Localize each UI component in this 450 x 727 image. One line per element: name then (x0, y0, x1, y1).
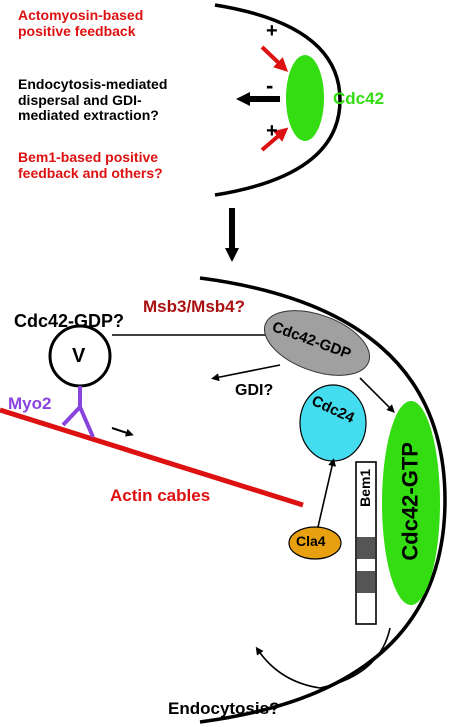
cdc42-gtp-label: Cdc42-GTP (397, 442, 423, 561)
gdi-label: GDI? (235, 382, 274, 399)
cla4-ellipse (288, 526, 342, 560)
top-red-arrow-lower (260, 127, 289, 152)
myo2-left-leg (61, 405, 82, 427)
vesicle-label: V (72, 345, 86, 367)
cdc42-gdp-question-label: Cdc42-GDP? (14, 311, 125, 331)
cdc42-label: Cdc42 (333, 89, 385, 108)
actomyosin-feedback-label: Actomyosin-based positive feedback (18, 7, 144, 39)
gdi-arrow (211, 364, 281, 382)
cla4-to-cdc24-arrow (317, 458, 336, 528)
endocytosis-arrow (255, 627, 391, 689)
actin-cable (0, 407, 304, 508)
bem1-domain-lower (357, 571, 375, 593)
bem1-feedback-label: Bem1-based positive feedback and others? (18, 149, 163, 181)
minus-sign: - (266, 73, 274, 98)
bem1-domain-upper (357, 537, 375, 559)
endocytosis-dispersal-label: Endocytosis-mediated dispersal and GDI- … (18, 76, 168, 124)
top-red-arrow-upper (260, 45, 289, 72)
cla4-label: Cla4 (296, 533, 326, 549)
myo2-motion-arrow (111, 427, 134, 437)
myo2-right-leg (78, 406, 95, 438)
cdc42-gtp-ellipse (382, 401, 440, 605)
bem1-label: Bem1 (357, 468, 374, 507)
endocytosis-label: Endocytosis? (168, 699, 280, 718)
actin-cables-label: Actin cables (110, 486, 211, 505)
top-cdc42-patch (286, 55, 324, 141)
activation-arrow (359, 377, 395, 413)
myo2-label: Myo2 (8, 394, 52, 413)
plus-sign-bottom: + (266, 120, 278, 142)
cdc42-gdp-ellipse (263, 310, 371, 376)
top-cell-cortex (214, 3, 342, 197)
msb3-msb4-label: Msb3/Msb4? (143, 297, 246, 316)
plus-sign-top: + (266, 20, 278, 42)
cdc24-ellipse (299, 384, 367, 462)
